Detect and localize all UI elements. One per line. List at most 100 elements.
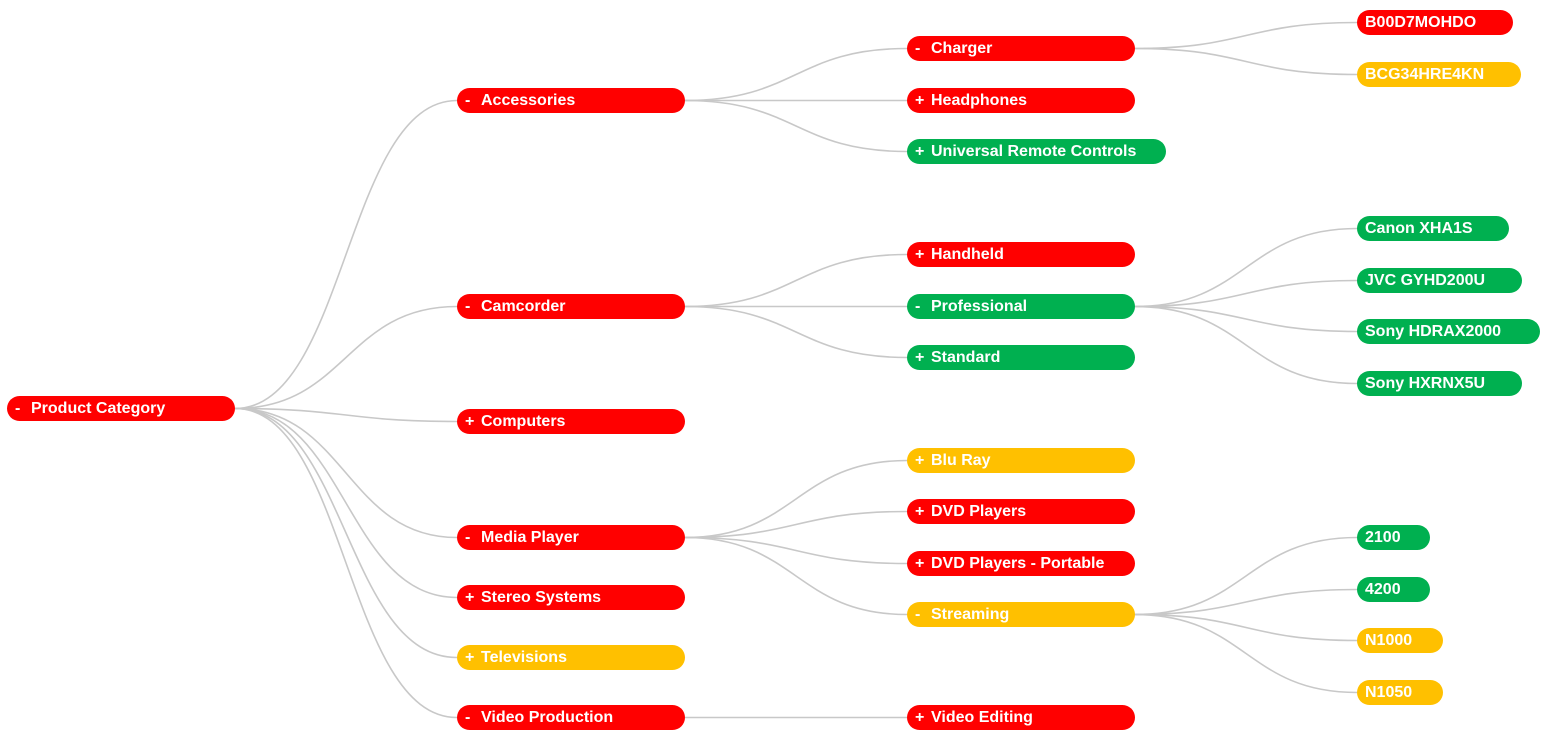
node-streaming[interactable]: -Streaming bbox=[907, 602, 1135, 627]
node-2100[interactable]: 2100 bbox=[1357, 525, 1430, 550]
node-label: Sony HXRNX5U bbox=[1365, 375, 1486, 392]
expand-toggle-icon: + bbox=[465, 589, 475, 606]
node-stereo-systems[interactable]: + Stereo Systems bbox=[457, 585, 685, 610]
node-label: Sony HDRAX2000 bbox=[1365, 323, 1502, 340]
link-professional-sony_hxrnx5u bbox=[1134, 305, 1358, 385]
link-root-video_production bbox=[234, 407, 458, 719]
node-4200[interactable]: 4200 bbox=[1357, 577, 1430, 602]
node-label: 2100 bbox=[1365, 529, 1401, 546]
node-label: Product Category bbox=[31, 400, 166, 417]
collapse-toggle-icon: - bbox=[465, 709, 471, 726]
node-label: N1050 bbox=[1365, 684, 1413, 701]
node-media-player[interactable]: -Media Player bbox=[457, 525, 685, 550]
link-media_player-dvd_players_portable bbox=[684, 536, 908, 565]
node-label: N1000 bbox=[1365, 632, 1413, 649]
collapse-toggle-icon: - bbox=[915, 298, 921, 315]
node-dvd-players[interactable]: + DVD Players bbox=[907, 499, 1135, 524]
node-label: Media Player bbox=[481, 529, 579, 546]
node-label: Charger bbox=[931, 40, 993, 57]
node-blu-ray[interactable]: +Blu Ray bbox=[907, 448, 1135, 473]
node-label: Professional bbox=[931, 298, 1028, 315]
node-label: DVD Players bbox=[931, 503, 1027, 520]
node-bcg34hre4kn[interactable]: BCG34HRE4KN bbox=[1357, 62, 1521, 87]
expand-toggle-icon: + bbox=[915, 452, 925, 469]
node-label: Universal Remote Controls bbox=[931, 143, 1137, 160]
expand-toggle-icon: + bbox=[915, 92, 925, 109]
node-charger[interactable]: -Charger bbox=[907, 36, 1135, 61]
link-professional-sony_hdrax2000 bbox=[1134, 305, 1358, 333]
link-streaming-n4200 bbox=[1134, 588, 1358, 616]
collapse-toggle-icon: - bbox=[915, 40, 921, 57]
node-televisions[interactable]: +Televisions bbox=[457, 645, 685, 670]
node-jvc-gyhd200u[interactable]: JVC GYHD200U bbox=[1357, 268, 1522, 293]
node-camcorder[interactable]: -Camcorder bbox=[457, 294, 685, 319]
node-label: BCG34HRE4KN bbox=[1365, 66, 1485, 83]
link-charger-bcg34hre4kn bbox=[1134, 47, 1358, 76]
node-label: Standard bbox=[931, 349, 1001, 366]
link-professional-canon_xha1s bbox=[1134, 227, 1358, 308]
node-label: Stereo Systems bbox=[481, 589, 602, 606]
node-standard[interactable]: + Standard bbox=[907, 345, 1135, 370]
node-product-category[interactable]: -Product Category bbox=[7, 396, 235, 421]
link-media_player-blu_ray bbox=[684, 459, 908, 539]
link-camcorder-handheld bbox=[684, 253, 908, 308]
node-label: Computers bbox=[481, 413, 566, 430]
node-label: Camcorder bbox=[481, 298, 566, 315]
expand-toggle-icon: + bbox=[465, 413, 475, 430]
node-computers[interactable]: + Computers bbox=[457, 409, 685, 434]
node-label: Handheld bbox=[931, 246, 1004, 263]
node-label: Canon XHA1S bbox=[1365, 220, 1473, 237]
node-n1000[interactable]: N1000 bbox=[1357, 628, 1443, 653]
link-accessories-universal_remote_controls bbox=[684, 99, 908, 153]
node-professional[interactable]: -Professional bbox=[907, 294, 1135, 319]
node-label: Streaming bbox=[931, 606, 1010, 623]
node-label: 4200 bbox=[1365, 581, 1401, 598]
link-streaming-n1050 bbox=[1134, 613, 1358, 694]
node-video-editing[interactable]: + Video Editing bbox=[907, 705, 1135, 730]
link-root-computers bbox=[234, 407, 458, 423]
node-label: B00D7MOHDO bbox=[1365, 14, 1477, 31]
node-canon-xha1s[interactable]: Canon XHA1S bbox=[1357, 216, 1509, 241]
link-accessories-charger bbox=[684, 47, 908, 102]
node-handheld[interactable]: + Handheld bbox=[907, 242, 1135, 267]
node-label: Headphones bbox=[931, 92, 1028, 109]
link-root-stereo_systems bbox=[234, 407, 458, 599]
expand-toggle-icon: + bbox=[915, 349, 925, 366]
node-n1050[interactable]: N1050 bbox=[1357, 680, 1443, 705]
expand-toggle-icon: + bbox=[915, 709, 925, 726]
expand-toggle-icon: + bbox=[915, 503, 925, 520]
link-streaming-n1000 bbox=[1134, 613, 1358, 642]
collapse-toggle-icon: - bbox=[465, 529, 471, 546]
node-b00d7mohdo[interactable]: B00D7MOHDO bbox=[1357, 10, 1513, 35]
expand-toggle-icon: + bbox=[915, 555, 925, 572]
link-root-televisions bbox=[234, 407, 458, 659]
node-label: DVD Players - Portable bbox=[931, 555, 1105, 572]
link-camcorder-standard bbox=[684, 305, 908, 359]
collapse-toggle-icon: - bbox=[915, 606, 921, 623]
expand-toggle-icon: + bbox=[915, 143, 925, 160]
expand-toggle-icon: + bbox=[915, 246, 925, 263]
node-sony-hxrnx5u[interactable]: Sony HXRNX5U bbox=[1357, 371, 1522, 396]
link-root-camcorder bbox=[234, 305, 458, 410]
link-streaming-n2100 bbox=[1134, 536, 1358, 616]
link-root-media_player bbox=[234, 407, 458, 539]
link-media_player-streaming bbox=[684, 536, 908, 616]
collapse-toggle-icon: - bbox=[465, 298, 471, 315]
node-label: JVC GYHD200U bbox=[1365, 272, 1486, 289]
link-root-accessories bbox=[234, 99, 458, 410]
node-universal-remote-controls[interactable]: + Universal Remote Controls bbox=[907, 139, 1166, 164]
link-charger-b00d7mohdo bbox=[1134, 21, 1358, 50]
collapse-toggle-icon: - bbox=[15, 400, 21, 417]
node-label: Video Production bbox=[481, 709, 614, 726]
node-sony-hdrax2000[interactable]: Sony HDRAX2000 bbox=[1357, 319, 1540, 344]
collapse-toggle-icon: - bbox=[465, 92, 471, 109]
node-dvd-players-portable[interactable]: + DVD Players - Portable bbox=[907, 551, 1135, 576]
node-label: Video Editing bbox=[931, 709, 1033, 726]
node-label: Accessories bbox=[481, 92, 576, 109]
node-accessories[interactable]: -Accessories bbox=[457, 88, 685, 113]
node-headphones[interactable]: + Headphones bbox=[907, 88, 1135, 113]
link-professional-jvc_gyhd200u bbox=[1134, 279, 1358, 308]
node-label: Televisions bbox=[481, 649, 567, 666]
node-video-production[interactable]: -Video Production bbox=[457, 705, 685, 730]
